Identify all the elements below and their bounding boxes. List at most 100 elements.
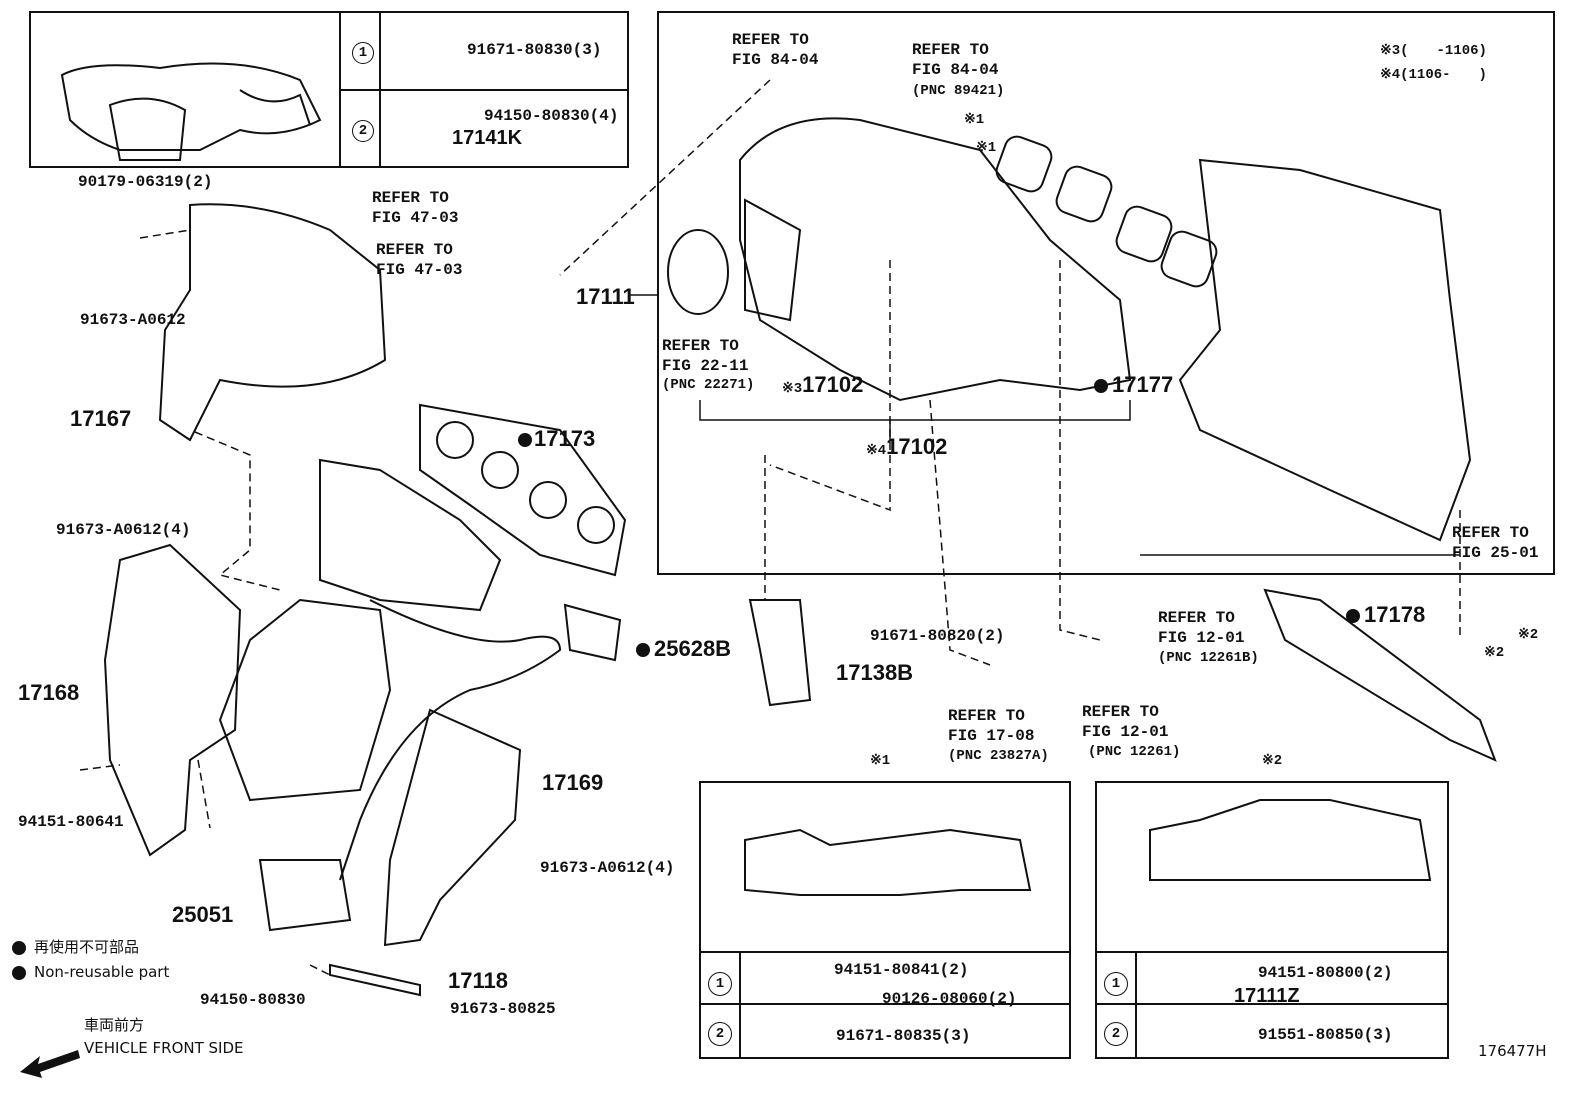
part-94150-80830[interactable]: 94150-80830 (200, 991, 306, 1009)
ref-fig4703a-line1[interactable]: REFER TO (372, 189, 449, 207)
ref-fig8404b-line2[interactable]: FIG 84-04 (912, 61, 999, 79)
non-reusable-dot-icon (1346, 609, 1360, 624)
part-17102-a[interactable]: ※317102 (782, 372, 864, 397)
detail1-row1-b[interactable]: 90126-08060(2) (882, 990, 1017, 1008)
ref-fig2501-line2[interactable]: FIG 25-01 (1452, 544, 1539, 562)
part-17118[interactable]: 17118 (448, 968, 508, 993)
inset-row2-part[interactable]: 94150-80830(4) (484, 107, 619, 125)
front-arrow-icon (20, 1050, 80, 1078)
gasket-25628B (563, 603, 622, 662)
exhaust-pipe (339, 599, 562, 881)
part-17102-b[interactable]: ※417102 (866, 434, 948, 459)
detail2-key-2: 2 (1104, 1022, 1128, 1046)
ref-fig1201a-line1[interactable]: REFER TO (1158, 609, 1235, 627)
mark-x1-b: ※1 (976, 140, 997, 156)
part-17111[interactable]: 17111 (576, 284, 635, 309)
throttle-gasket (667, 229, 729, 315)
front-en: VEHICLE FRONT SIDE (84, 1039, 244, 1057)
part-91673-a0612-4b[interactable]: 91673-A0612(4) (540, 859, 675, 877)
ref-fig8404a-line2[interactable]: FIG 84-04 (732, 51, 819, 69)
heat-insulator-17167 (158, 203, 387, 442)
detail2-frame (1095, 781, 1449, 1059)
detail2-key-1: 1 (1104, 972, 1128, 996)
inset-key-circle-1: 1 (352, 42, 374, 64)
part-17169[interactable]: 17169 (542, 770, 604, 795)
ref-fig1708-line1[interactable]: REFER TO (948, 707, 1025, 725)
part-17168[interactable]: 17168 (18, 680, 80, 705)
detail1-row1-a[interactable]: 94151-80841(2) (834, 961, 969, 979)
detail2-ports (1149, 799, 1432, 881)
part-94151-80641[interactable]: 94151-80641 (18, 813, 124, 831)
detail1-frame (699, 781, 1071, 1059)
ref-fig4703a-line2[interactable]: FIG 47-03 (372, 209, 459, 227)
ref-fig4703b-line2[interactable]: FIG 47-03 (376, 261, 463, 279)
gasket-17178 (1263, 588, 1497, 762)
ref-fig1201b-line1[interactable]: REFER TO (1082, 703, 1159, 721)
note-4: ※4(1106- ) (1380, 67, 1487, 83)
part-17138B[interactable]: 17138B (836, 660, 914, 685)
ref-fig1708-line3: (PNC 23827A) (948, 748, 1049, 764)
part-17173[interactable]: 17173 (518, 428, 595, 450)
ref-fig2211-line2[interactable]: FIG 22-11 (662, 357, 749, 375)
inset-key-circle-2: 2 (352, 120, 374, 142)
part-91673-a0612[interactable]: 91673-A0612 (80, 311, 186, 329)
heat-insulator-17168 (103, 543, 242, 857)
part-91671-80820[interactable]: 91671-80820(2) (870, 627, 1005, 645)
ref-fig8404b-line1[interactable]: REFER TO (912, 41, 989, 59)
detail2-title: ※2 (1262, 753, 1283, 769)
part-90179[interactable]: 90179-06319(2) (78, 173, 213, 191)
non-reusable-dot-icon (518, 433, 532, 448)
ref-fig4703b-line1[interactable]: REFER TO (376, 241, 453, 259)
non-reusable-dot-icon (636, 643, 650, 658)
ref-fig1201a-line2[interactable]: FIG 12-01 (1158, 629, 1245, 647)
exhaust-manifold (319, 458, 502, 612)
ref-fig2211-line3: (PNC 22271) (662, 377, 755, 393)
intake-frame (657, 11, 1555, 575)
bracket-17138B (748, 599, 812, 707)
ref-fig1201b-line2[interactable]: FIG 12-01 (1082, 723, 1169, 741)
non-reusable-dot-icon (1094, 379, 1108, 394)
legend-jp: 再使用不可部品 (12, 940, 139, 955)
ref-fig1708-line2[interactable]: FIG 17-08 (948, 727, 1035, 745)
part-91673-a0612-4[interactable]: 91673-A0612(4) (56, 521, 191, 539)
part-91673-80825[interactable]: 91673-80825 (450, 1000, 556, 1018)
part-17167[interactable]: 17167 (70, 406, 132, 431)
ref-fig1201a-line3: (PNC 12261B) (1158, 650, 1259, 666)
legend-en: Non-reusable part (12, 965, 169, 980)
part-25628B[interactable]: 25628B (636, 638, 731, 660)
inset-row1-part[interactable]: 91671-80830(3) (467, 41, 602, 59)
inset-row2-sub[interactable]: 17141K (452, 127, 523, 149)
part-17177[interactable]: 17177 (1094, 374, 1173, 396)
ref-fig8404a-line1[interactable]: REFER TO (732, 31, 809, 49)
ref-fig8404b-line3: (PNC 89421) (912, 83, 1005, 99)
gasket-ring (995, 135, 1053, 193)
detail1-key-2: 2 (708, 1022, 732, 1046)
part-17178[interactable]: 17178 (1346, 604, 1425, 626)
stay-17118 (329, 963, 421, 997)
part-25051[interactable]: 25051 (172, 902, 234, 927)
detail1-row2[interactable]: 91671-80835(3) (836, 1027, 971, 1045)
intake-manifold-rear (1178, 158, 1472, 542)
inset-manifold-sketch (60, 62, 322, 151)
detail2-row1-a[interactable]: 94151-80800(2) (1258, 964, 1393, 982)
detail1-gasket (744, 828, 1032, 896)
intake-manifold (739, 117, 1132, 402)
detail1-title: ※1 (870, 753, 891, 769)
mark-x2-b: ※2 (1484, 645, 1505, 661)
note-3: ※3( -1106) (1380, 43, 1487, 59)
catalytic-converter (218, 598, 392, 802)
ref-fig2501-line1[interactable]: REFER TO (1452, 524, 1529, 542)
mark-x2-a: ※2 (1518, 627, 1539, 643)
non-reusable-dot-icon (12, 940, 26, 955)
detail2-row2[interactable]: 91551-80850(3) (1258, 1026, 1393, 1044)
gasket-17173 (419, 403, 627, 577)
ref-fig1201b-line3: (PNC 12261) (1088, 744, 1181, 760)
detail2-row1-b[interactable]: 17111Z (1234, 985, 1300, 1007)
mark-x1-a: ※1 (964, 112, 985, 128)
detail1-key-1: 1 (708, 972, 732, 996)
heat-insulator-17169 (383, 708, 522, 947)
ref-fig2211-line1[interactable]: REFER TO (662, 337, 739, 355)
figure-id: 176477H (1478, 1042, 1547, 1060)
front-jp: 車両前方 (84, 1016, 145, 1034)
